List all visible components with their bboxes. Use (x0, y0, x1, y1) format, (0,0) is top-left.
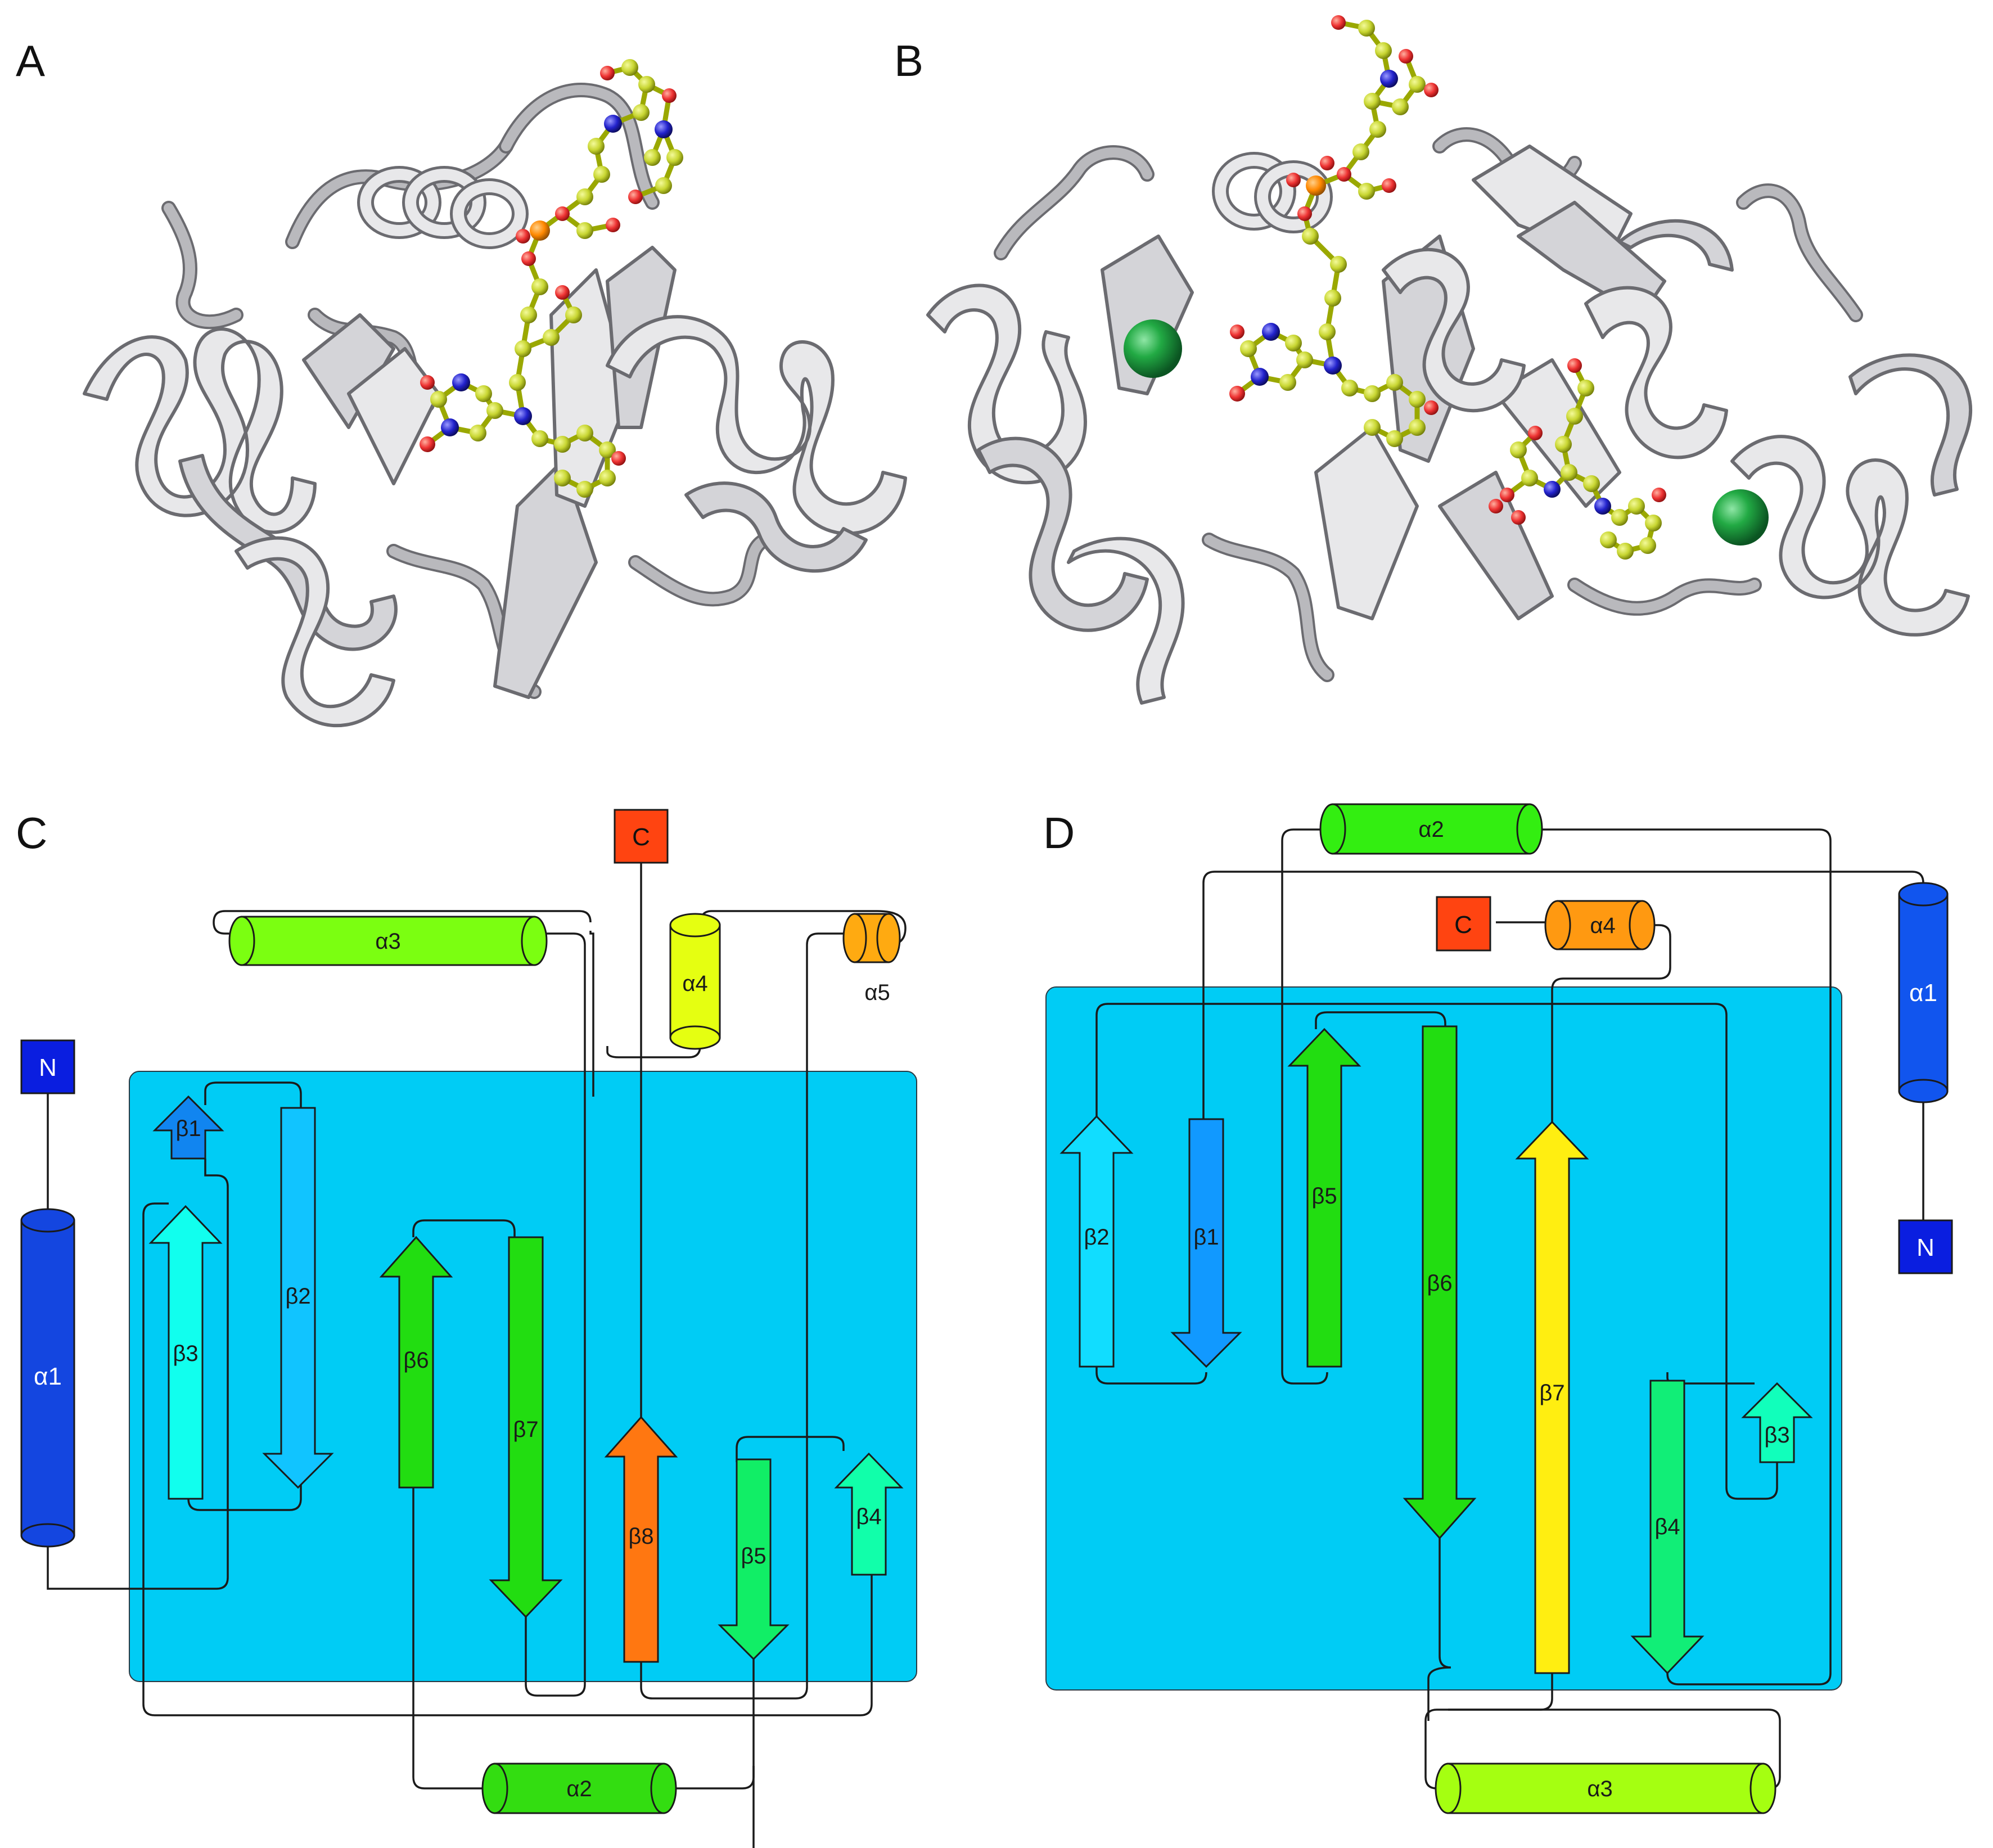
helix-alpha2-c-label: α2 (566, 1777, 592, 1801)
panel-b: B (894, 15, 1973, 705)
strand-beta2-d-label: β2 (1084, 1225, 1109, 1250)
topology-connections-c (47, 855, 907, 1848)
strand-beta6-d: β6 (1403, 1025, 1477, 1540)
strand-beta3-c: β3 (148, 1205, 223, 1500)
strand-beta7-d: β7 (1515, 1120, 1589, 1674)
strand-beta3-c-label: β3 (173, 1341, 198, 1366)
helix-alpha1-d-label: α1 (1909, 979, 1937, 1007)
helix-alpha3-c-label: α3 (375, 929, 400, 954)
protein-ribbon-b (926, 127, 1973, 705)
strand-beta8-c-label: β8 (628, 1524, 653, 1549)
helix-alpha1-d: α1 (1898, 882, 1949, 1103)
strand-beta1-d: β1 (1170, 1118, 1242, 1368)
strand-beta4-c-label: β4 (856, 1504, 881, 1529)
terminus-n-c: N (20, 1039, 75, 1094)
ligand-a (420, 59, 683, 498)
helix-alpha4-c: α4 (669, 913, 721, 1050)
strand-beta1-c: β1 (152, 1095, 224, 1160)
terminus-n-d-label: N (1917, 1234, 1935, 1261)
terminus-n-c-label: N (39, 1054, 57, 1081)
metal-ion-1 (1124, 319, 1182, 378)
panel-a: A (16, 36, 907, 728)
strand-beta7-d-label: β7 (1539, 1381, 1564, 1405)
panel-b-label: B (894, 36, 923, 85)
helix-alpha1-c-label: α1 (34, 1363, 62, 1390)
helix-alpha2-d-label: α2 (1418, 817, 1444, 842)
panel-c: C α1 (16, 808, 917, 1848)
strand-beta5-d-label: β5 (1311, 1184, 1337, 1209)
strand-beta3-d-label: β3 (1764, 1423, 1789, 1448)
strand-beta2-d: β2 (1059, 1115, 1134, 1368)
helix-alpha3-d: α3 (1435, 1763, 1776, 1814)
terminus-c-d-label: C (1454, 911, 1472, 939)
ligand-a-atoms (420, 59, 683, 498)
protein-ribbon-a (83, 83, 907, 728)
panel-c-label: C (16, 808, 47, 858)
strand-beta1-c-label: β1 (175, 1116, 201, 1141)
terminus-n-d: N (1898, 1219, 1953, 1274)
strand-beta2-c: β2 (262, 1107, 334, 1489)
strand-beta4-d: β4 (1630, 1380, 1705, 1675)
terminus-c-d: C (1436, 896, 1491, 952)
helix-alpha1-c: α1 (20, 1208, 75, 1548)
helix-alpha5-c-label: α5 (864, 980, 890, 1005)
strand-beta3-d: β3 (1741, 1382, 1813, 1463)
strand-beta5-d: β5 (1287, 1027, 1361, 1368)
strand-beta4-d-label: β4 (1654, 1515, 1680, 1539)
strand-beta2-c-label: β2 (285, 1284, 310, 1309)
helix-alpha3-c: α3 (228, 916, 548, 966)
terminus-c-c-label: C (632, 823, 650, 851)
strand-beta6-c: β6 (379, 1236, 453, 1489)
topology-connections-d (1095, 828, 1924, 1790)
helix-alpha4-d: α4 (1544, 900, 1656, 950)
strand-beta6-c-label: β6 (403, 1348, 429, 1373)
ligand-b-main (1229, 15, 1439, 447)
helix-alpha5-c: α5 (842, 913, 901, 1005)
strand-beta7-c-label: β7 (513, 1417, 538, 1442)
strand-beta8-c: β8 (604, 1416, 678, 1663)
strand-beta5-c-label: β5 (741, 1544, 766, 1568)
helix-alpha2-c: α2 (481, 1763, 677, 1814)
terminus-c-c: C (614, 809, 669, 864)
helix-alpha4-d-label: α4 (1590, 913, 1615, 938)
strand-beta4-c: β4 (834, 1452, 904, 1576)
metal-ion-2 (1712, 489, 1769, 546)
strand-beta7-c: β7 (489, 1236, 563, 1619)
strand-beta5-c: β5 (718, 1458, 790, 1661)
helix-alpha4-c-label: α4 (682, 971, 707, 996)
helix-alpha2-d: α2 (1319, 803, 1543, 855)
strand-beta6-d-label: β6 (1427, 1271, 1452, 1296)
panel-d: D α1 α2 (1043, 803, 1953, 1814)
panel-d-label: D (1043, 808, 1075, 858)
panel-a-label: A (16, 36, 45, 85)
ligand-b-second (1489, 358, 1666, 560)
strand-beta1-d-label: β1 (1193, 1225, 1219, 1250)
helix-alpha3-d-label: α3 (1587, 1777, 1612, 1801)
